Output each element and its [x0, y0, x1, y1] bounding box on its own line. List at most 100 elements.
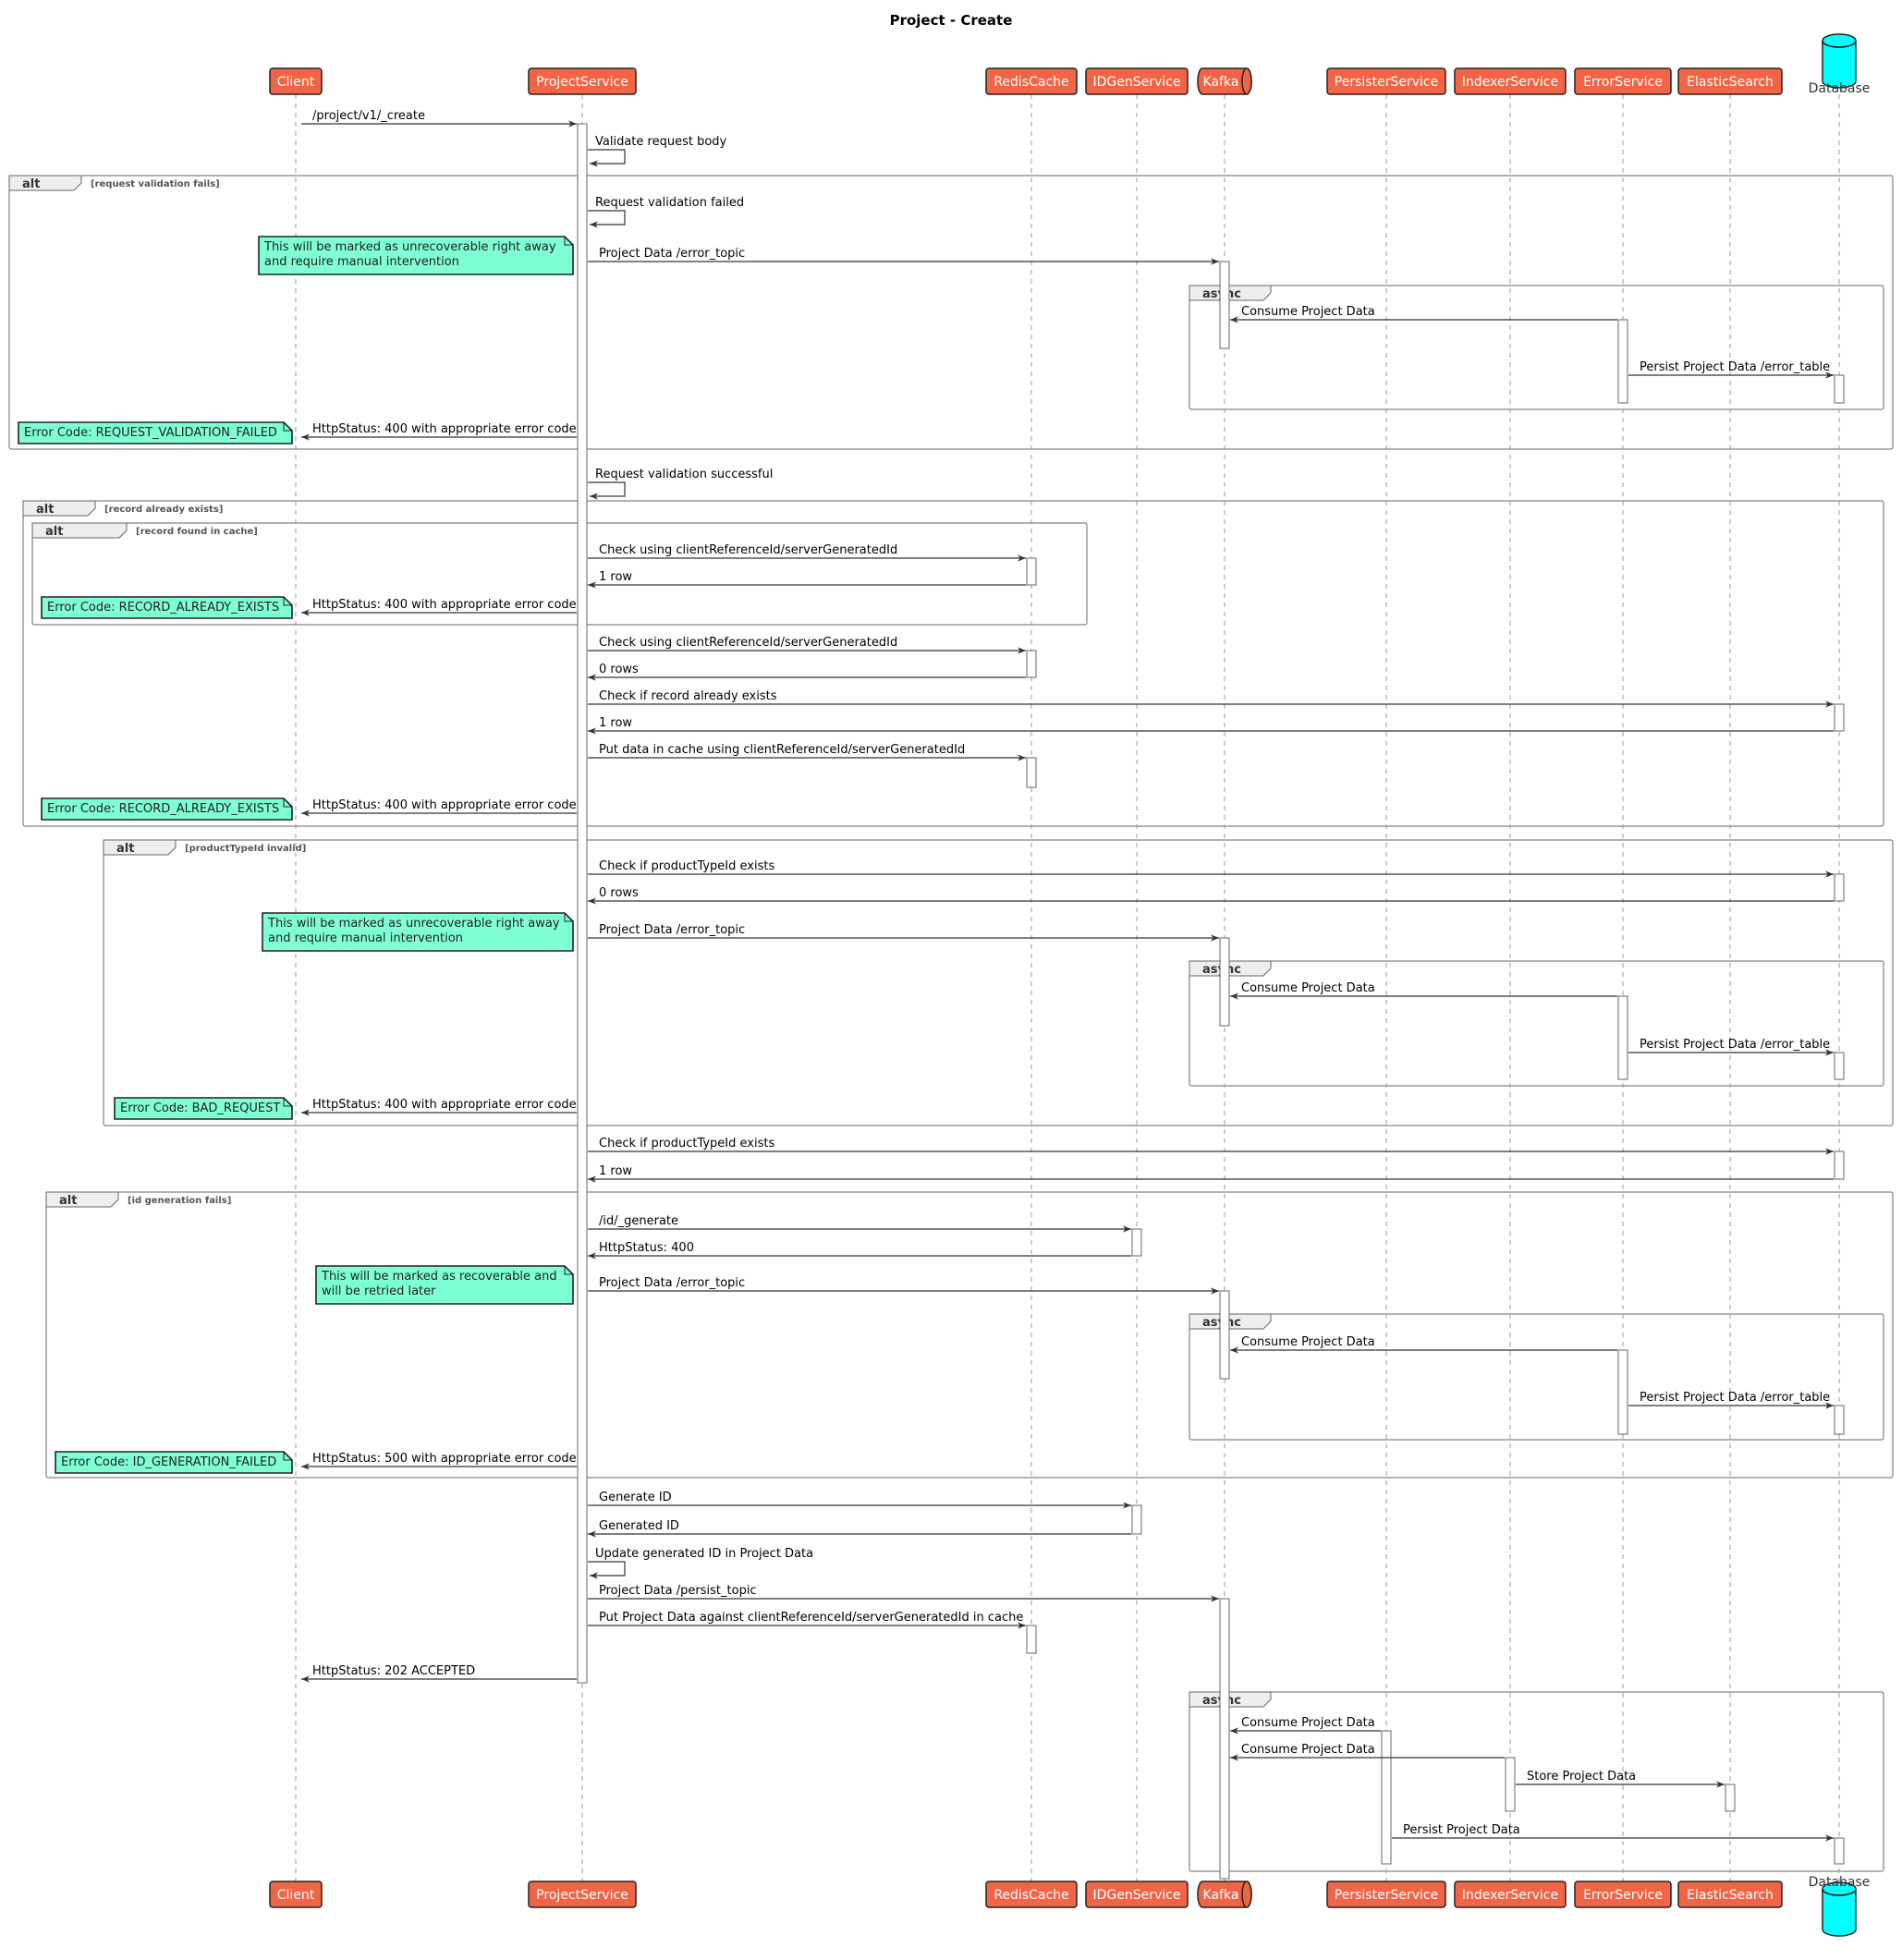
note-text: This will be marked as unrecoverable rig…: [263, 240, 556, 254]
participant-label: IDGenService: [1093, 1888, 1181, 1903]
participant-project-bottom: ProjectService: [528, 1881, 637, 1908]
note: Error Code: RECORD_ALREADY_EXISTS: [41, 596, 293, 619]
participant-label: ElasticSearch: [1687, 1888, 1774, 1903]
activation-idgen: [1131, 1504, 1142, 1535]
message-arrow: Generated ID: [588, 1519, 1131, 1538]
participant-project-top: ProjectService: [528, 67, 637, 95]
fragment-keyword: alt: [45, 525, 63, 539]
participant-kafka-bottom: Kafka: [1197, 1881, 1252, 1908]
participant-redis-bottom: RedisCache: [985, 1881, 1078, 1908]
message-arrow: Consume Project Data: [1230, 1716, 1381, 1735]
message-label: Persist Project Data /error_table: [1640, 1391, 1830, 1405]
message-label: Validate request body: [595, 135, 727, 149]
activation-redis: [1026, 757, 1037, 788]
message-arrow: Consume Project Data: [1230, 981, 1617, 1000]
message-arrow: Persist Project Data /error_table: [1628, 1038, 1834, 1056]
message-arrow: Consume Project Data: [1230, 305, 1617, 323]
participant-label: Kafka: [1203, 75, 1239, 90]
activation-db: [1834, 1837, 1845, 1865]
note: This will be marked as unrecoverable rig…: [258, 236, 574, 275]
message-arrow: Persist Project Data /error_table: [1628, 1391, 1834, 1409]
message-arrow: Check if productTypeId exists: [588, 859, 1834, 878]
activation-db: [1834, 1405, 1845, 1435]
participant-label: Kafka: [1203, 1888, 1239, 1903]
participant-label: Database: [1809, 81, 1871, 96]
message-label: Consume Project Data: [1241, 1716, 1375, 1730]
message-label: Request validation failed: [595, 196, 744, 210]
fragment-alt: alt [id generation fails]: [45, 1191, 1894, 1479]
message-label: Check using clientReferenceId/serverGene…: [599, 543, 897, 557]
message-arrow: 1 row: [588, 716, 1834, 735]
message-arrow: Validate request body: [588, 135, 727, 167]
message-label: Check if record already exists: [599, 689, 777, 703]
fragment-alt: alt[productTypeId invalid]: [103, 839, 1894, 1126]
message-arrow: Project Data /error_topic: [588, 1276, 1219, 1295]
activation-kafka: [1219, 1598, 1230, 1880]
fragment-async: async: [1189, 960, 1884, 1087]
participant-db-bottom: Database: [1809, 1875, 1871, 1937]
note: Error Code: REQUEST_VALIDATION_FAILED: [18, 421, 293, 444]
message-label: /project/v1/_create: [312, 109, 425, 123]
participant-client-top: Client: [269, 67, 323, 95]
participant-label: ProjectService: [536, 75, 628, 90]
message-arrow: Project Data /error_topic: [588, 247, 1219, 265]
message-label: HttpStatus: 400 with appropriate error c…: [312, 422, 577, 436]
message-arrow: Consume Project Data: [1230, 1335, 1617, 1354]
note: This will be marked as recoverable andwi…: [315, 1265, 574, 1305]
note-layer: This will be marked as unrecoverable rig…: [18, 236, 574, 1474]
message-label: Generate ID: [599, 1491, 672, 1504]
participant-label: ErrorService: [1583, 1888, 1663, 1903]
note-text: Error Code: BAD_REQUEST: [120, 1102, 280, 1115]
fragment-alt: alt [record already exists]: [22, 500, 1884, 827]
message-arrow: Consume Project Data: [1230, 1743, 1505, 1761]
fragment-keyword: alt: [59, 1194, 77, 1208]
activation-db: [1834, 703, 1845, 732]
message-arrow: HttpStatus: 400 with appropriate error c…: [301, 598, 577, 616]
note-text: will be retried later: [322, 1284, 436, 1298]
fragment-async: async: [1189, 1691, 1884, 1872]
activation-kafka: [1219, 1290, 1230, 1380]
activation-kafka: [1219, 261, 1230, 349]
message-arrow: Check if productTypeId exists: [588, 1137, 1834, 1155]
message-arrow: HttpStatus: 400 with appropriate error c…: [301, 798, 577, 817]
note: Error Code: BAD_REQUEST: [114, 1097, 293, 1120]
activation-db: [1834, 873, 1845, 902]
note-text: Error Code: ID_GENERATION_FAILED: [61, 1455, 276, 1469]
note-text: This will be marked as recoverable and: [321, 1270, 557, 1284]
message-label: HttpStatus: 400 with appropriate error c…: [312, 598, 577, 612]
participant-label: Database: [1809, 1875, 1871, 1890]
participant-label: IndexerService: [1462, 75, 1558, 90]
message-label: Consume Project Data: [1241, 305, 1375, 319]
fragment-condition: [record already exists]: [104, 505, 223, 515]
message-label: 0 rows: [599, 663, 639, 676]
fragment-keyword: alt: [116, 842, 134, 856]
participant-label: ErrorService: [1583, 75, 1663, 90]
fragment-condition: [id generation fails]: [128, 1196, 231, 1206]
message-arrow: HttpStatus: 400 with appropriate error c…: [301, 422, 577, 441]
message-label: Check using clientReferenceId/serverGene…: [599, 636, 897, 650]
message-arrow: /project/v1/_create: [301, 109, 577, 128]
participant-kafka-top: Kafka: [1197, 67, 1252, 95]
message-label: HttpStatus: 400 with appropriate error c…: [312, 798, 577, 812]
participant-layer: ClientClientProjectServiceProjectService…: [269, 33, 1871, 1937]
participant-label: ElasticSearch: [1687, 75, 1774, 90]
lifeline-layer: [295, 94, 1840, 1881]
message-label: HttpStatus: 500 with appropriate error c…: [312, 1452, 577, 1466]
activation-db: [1834, 374, 1845, 404]
activation-error: [1617, 995, 1628, 1080]
message-arrow: HttpStatus: 202 ACCEPTED: [301, 1664, 577, 1683]
note-text: and require manual intervention: [268, 931, 463, 945]
participant-error-bottom: ErrorService: [1574, 1881, 1672, 1908]
fragment-condition: [record found in cache]: [136, 527, 258, 537]
message-label: 1 row: [599, 1164, 632, 1178]
message-arrow: Check using clientReferenceId/serverGene…: [588, 543, 1026, 562]
message-label: Put data in cache using clientReferenceI…: [599, 743, 965, 757]
message-arrow: Update generated ID in Project Data: [588, 1547, 813, 1579]
message-arrow: Generate ID: [588, 1491, 1131, 1509]
fragment-layer: alt[request validation fails]asyncalt[re…: [8, 175, 1894, 1872]
message-label: Project Data /error_topic: [599, 247, 745, 261]
message-label: 1 row: [599, 716, 632, 730]
message-label: HttpStatus: 400: [599, 1241, 694, 1255]
message-label: Persist Project Data: [1403, 1823, 1520, 1837]
